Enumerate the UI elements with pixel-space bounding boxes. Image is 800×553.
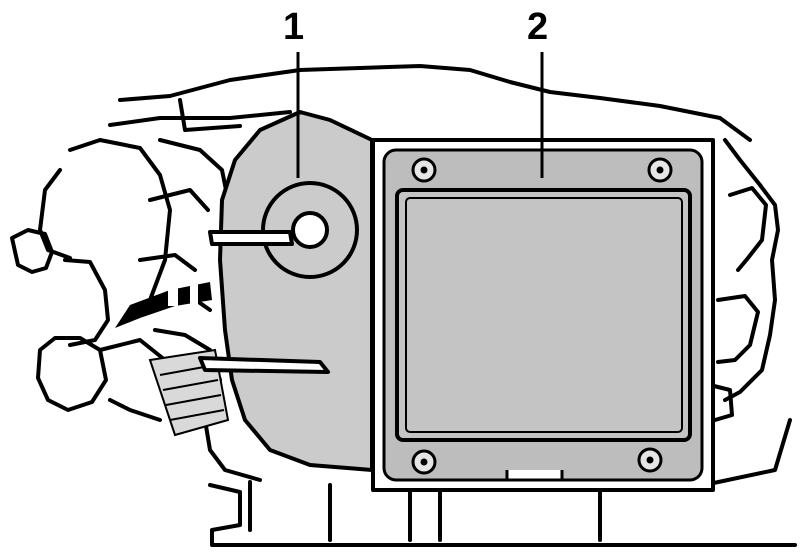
connector-arrow bbox=[115, 282, 212, 328]
callout-label-2: 2 bbox=[527, 6, 549, 48]
screw-top-right bbox=[647, 157, 673, 183]
screw-bottom-right bbox=[637, 447, 663, 473]
screws bbox=[411, 157, 673, 475]
screw-top-left bbox=[411, 157, 437, 183]
callout-label-1: 1 bbox=[283, 6, 305, 48]
leader-lines bbox=[296, 52, 544, 178]
part-1-rear-cover bbox=[198, 110, 374, 472]
screw-bottom-left bbox=[411, 449, 437, 475]
part-2-cover-plate bbox=[371, 138, 715, 492]
